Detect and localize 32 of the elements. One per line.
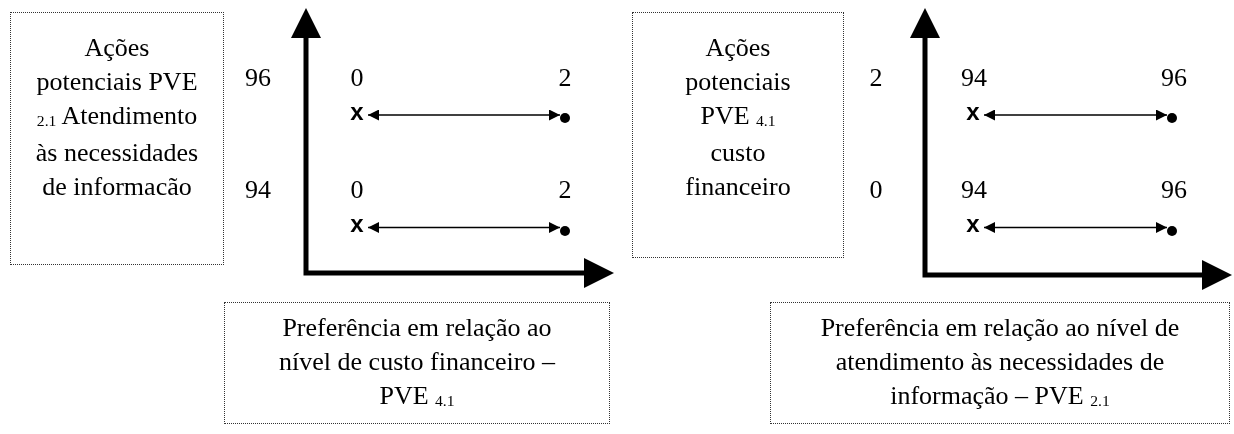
double-arrow bbox=[983, 109, 1168, 121]
dot-marker bbox=[1167, 226, 1177, 236]
dot-marker bbox=[560, 113, 570, 123]
box-text: Ações potenciais PVE $_{2.1}$ Atendimento às necessidades de informacão bbox=[34, 32, 200, 203]
value-label: 96 bbox=[245, 65, 271, 91]
value-label: 96 bbox=[1161, 65, 1187, 91]
double-arrow bbox=[367, 222, 561, 233]
value-label: 94 bbox=[245, 177, 271, 203]
value-label: 94 bbox=[961, 177, 987, 203]
value-label: 0 bbox=[350, 65, 364, 91]
value-label: 0 bbox=[869, 177, 883, 203]
value-label: 94 bbox=[961, 65, 987, 91]
box-text: Preferência em relação ao nível de custo financeiro – PVE $_{4.1}$ bbox=[278, 311, 557, 412]
dotted-text-box bbox=[632, 12, 844, 258]
double-arrow bbox=[367, 109, 561, 121]
dotted-text-box bbox=[224, 302, 610, 424]
dot-marker bbox=[1167, 113, 1177, 123]
box-text: Ações potenciais PVE $_{4.1}$ custo financeiro bbox=[684, 32, 792, 203]
dotted-text-box bbox=[10, 12, 224, 265]
x-marker: x bbox=[962, 212, 984, 236]
x-marker: x bbox=[962, 100, 984, 124]
value-label: 2 bbox=[558, 65, 572, 91]
dot-marker bbox=[560, 226, 570, 236]
box-text: Preferência em relação ao nível de atendimento às necessidades de informação – PVE $_{2.1}$ bbox=[820, 311, 1180, 412]
double-arrow bbox=[983, 222, 1168, 233]
value-label: 2 bbox=[869, 65, 883, 91]
dotted-text-box bbox=[770, 302, 1230, 424]
x-marker: x bbox=[346, 212, 368, 236]
value-label: 96 bbox=[1161, 177, 1187, 203]
value-label: 2 bbox=[558, 177, 572, 203]
value-label: 0 bbox=[350, 177, 364, 203]
x-marker: x bbox=[346, 100, 368, 124]
